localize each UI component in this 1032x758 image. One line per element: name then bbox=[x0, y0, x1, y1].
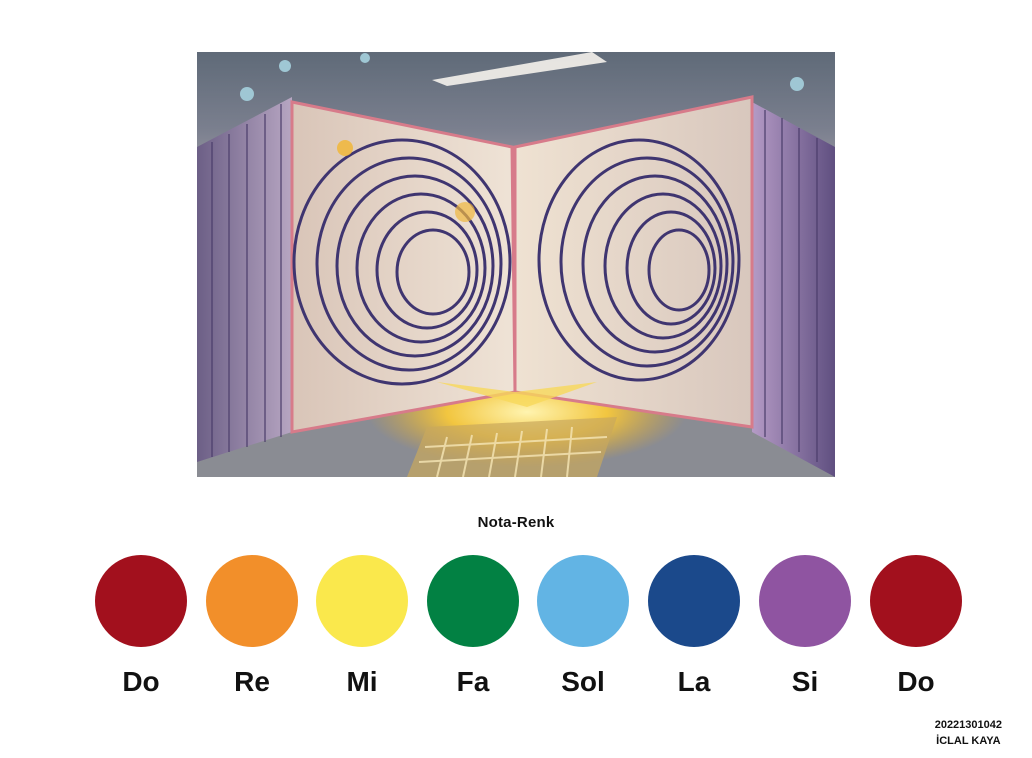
note-color-palette: Do Re Mi Fa Sol La Si Do bbox=[0, 555, 1032, 705]
color-swatch bbox=[759, 555, 851, 647]
color-swatch bbox=[206, 555, 298, 647]
note-label: Do bbox=[897, 666, 935, 697]
note-label: La bbox=[677, 666, 711, 697]
note-si: Si bbox=[755, 555, 855, 697]
color-swatch bbox=[648, 555, 740, 647]
note-do-high: Do bbox=[866, 555, 966, 697]
note-label: Do bbox=[122, 666, 160, 697]
color-swatch bbox=[316, 555, 408, 647]
note-label: Sol bbox=[561, 666, 605, 697]
note-label: Re bbox=[234, 666, 270, 697]
author-credits: 20221301042 İCLAL KAYA bbox=[935, 717, 1002, 749]
color-swatch bbox=[427, 555, 519, 647]
color-swatch bbox=[870, 555, 962, 647]
author-name: İCLAL KAYA bbox=[936, 735, 1001, 747]
note-label: Mi bbox=[346, 666, 378, 697]
note-mi: Mi bbox=[312, 555, 412, 697]
note-label: Si bbox=[791, 666, 819, 697]
note-re: Re bbox=[202, 555, 302, 697]
note-fa: Fa bbox=[423, 555, 523, 697]
student-id: 20221301042 bbox=[934, 719, 1002, 731]
color-swatch bbox=[537, 555, 629, 647]
speaker-room-illustration bbox=[197, 52, 835, 477]
note-la: La bbox=[644, 555, 744, 697]
note-label: Fa bbox=[456, 666, 490, 697]
note-do: Do bbox=[91, 555, 191, 697]
note-sol: Sol bbox=[533, 555, 633, 697]
color-swatch bbox=[95, 555, 187, 647]
palette-title: Nota-Renk bbox=[477, 514, 555, 531]
artwork-image bbox=[197, 52, 835, 477]
